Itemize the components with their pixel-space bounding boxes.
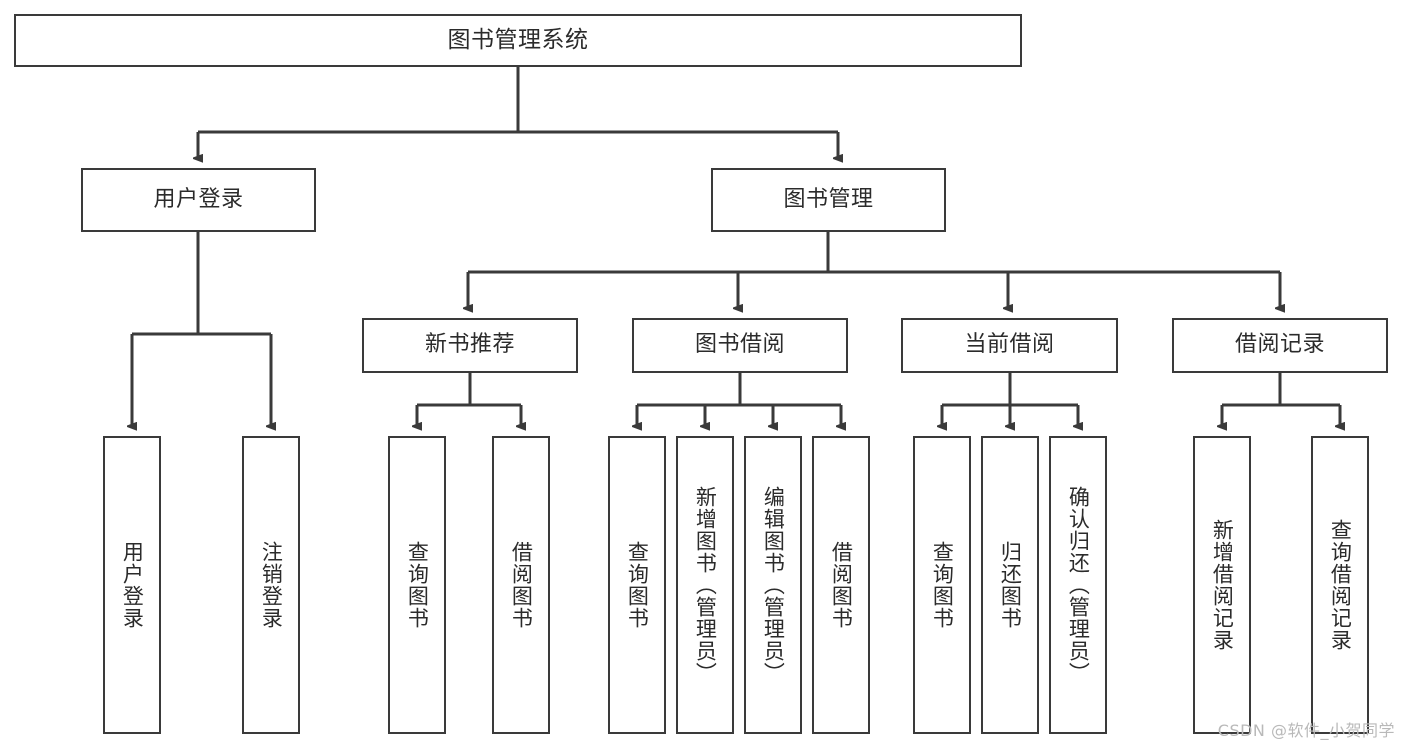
node-book-manage-label: 图书管理: [783, 186, 874, 212]
leaf-borrow-book-2-label: 借阅图书: [829, 541, 854, 629]
leaf-add-book-label: 新增图书（管理员）: [693, 486, 718, 684]
leaf-confirm-return-label: 确认归还（管理员）: [1066, 486, 1091, 684]
leaf-query-record-label: 查询借阅记录: [1328, 519, 1353, 651]
leaf-query-book-3[interactable]: 查询图书: [913, 436, 971, 734]
node-borrow-record-label: 借阅记录: [1234, 332, 1325, 358]
node-user-login-label: 用户登录: [153, 186, 244, 212]
node-book-borrow-label: 图书借阅: [694, 332, 785, 358]
leaf-edit-book-label: 编辑图书（管理员）: [761, 486, 786, 684]
csdn-watermark: CSDN @软件_小贺同学: [1217, 721, 1395, 740]
node-new-book-recommend[interactable]: 新书推荐: [362, 318, 578, 373]
node-book-borrow[interactable]: 图书借阅: [632, 318, 848, 373]
leaf-query-book-2[interactable]: 查询图书: [608, 436, 666, 734]
node-book-manage[interactable]: 图书管理: [711, 168, 946, 232]
leaf-query-book-3-label: 查询图书: [930, 541, 955, 629]
node-root-label: 图书管理系统: [447, 26, 589, 53]
leaf-confirm-return[interactable]: 确认归还（管理员）: [1049, 436, 1107, 734]
leaf-logout-label: 注销登录: [259, 541, 284, 629]
leaf-return-book[interactable]: 归还图书: [981, 436, 1039, 734]
node-new-book-recommend-label: 新书推荐: [424, 332, 515, 358]
node-current-borrow[interactable]: 当前借阅: [901, 318, 1118, 373]
leaf-query-record[interactable]: 查询借阅记录: [1311, 436, 1369, 734]
leaf-query-book-1[interactable]: 查询图书: [388, 436, 446, 734]
leaf-add-record[interactable]: 新增借阅记录: [1193, 436, 1251, 734]
leaf-borrow-book-2[interactable]: 借阅图书: [812, 436, 870, 734]
node-current-borrow-label: 当前借阅: [964, 332, 1055, 358]
node-root-book-management-system[interactable]: 图书管理系统: [14, 14, 1022, 67]
leaf-edit-book[interactable]: 编辑图书（管理员）: [744, 436, 802, 734]
leaf-borrow-book-1[interactable]: 借阅图书: [492, 436, 550, 734]
node-borrow-record[interactable]: 借阅记录: [1172, 318, 1388, 373]
node-user-login[interactable]: 用户登录: [81, 168, 316, 232]
leaf-return-book-label: 归还图书: [998, 541, 1023, 629]
leaf-borrow-book-1-label: 借阅图书: [509, 541, 534, 629]
leaf-logout[interactable]: 注销登录: [242, 436, 300, 734]
leaf-user-login-label: 用户登录: [120, 541, 145, 629]
leaf-add-book[interactable]: 新增图书（管理员）: [676, 436, 734, 734]
leaf-add-record-label: 新增借阅记录: [1210, 519, 1235, 651]
leaf-query-book-1-label: 查询图书: [405, 541, 430, 629]
leaf-user-login[interactable]: 用户登录: [103, 436, 161, 734]
leaf-query-book-2-label: 查询图书: [625, 541, 650, 629]
